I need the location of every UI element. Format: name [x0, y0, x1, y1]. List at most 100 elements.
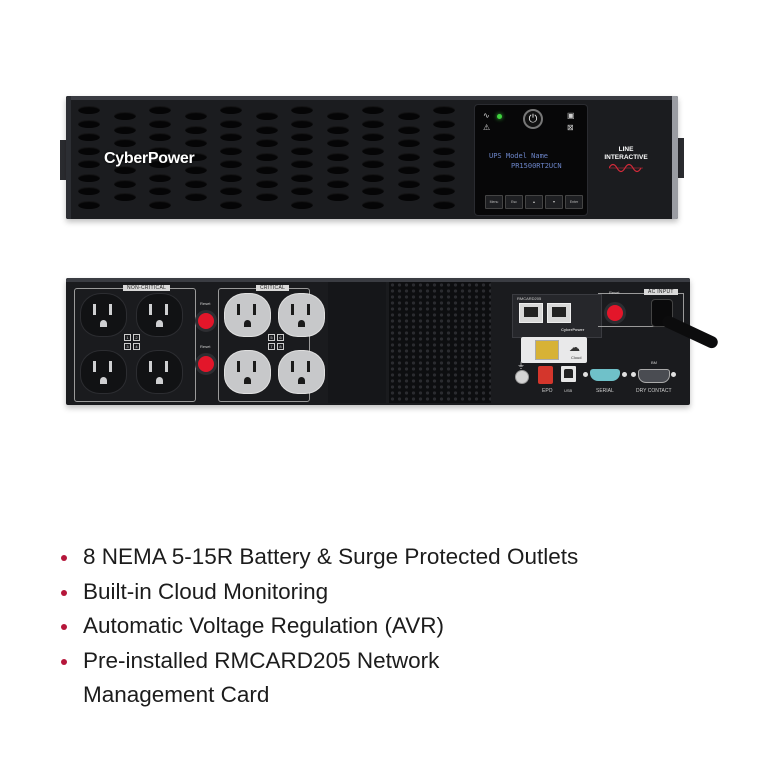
lcd-enter-button[interactable]: Enter — [565, 195, 583, 209]
power-button[interactable]: ⏻ — [523, 109, 543, 129]
vent-hole — [184, 166, 207, 174]
feature-item: Pre-installed RMCARD205 Network — [58, 644, 578, 679]
vent-hole — [362, 160, 384, 168]
ground-screw — [515, 370, 529, 384]
serial-port[interactable] — [590, 369, 620, 381]
non-critical-reset-button[interactable] — [195, 310, 217, 332]
lcd-down-button[interactable]: ▼ — [545, 195, 563, 209]
vent-hole — [433, 187, 455, 195]
ethernet-port[interactable] — [519, 303, 543, 323]
dry-contact-port[interactable] — [638, 369, 670, 383]
vent-hole — [113, 112, 136, 120]
lcd-menu-button[interactable]: Menu — [485, 195, 503, 209]
front-vent-grille — [74, 102, 474, 214]
epo-label: EPO — [542, 388, 553, 394]
feature-text: Pre-installed RMCARD205 Network — [83, 647, 440, 673]
vent-hole — [255, 193, 278, 201]
vent-hole — [397, 152, 420, 161]
vent-hole — [220, 200, 242, 209]
front-top-edge — [66, 96, 678, 100]
vent-hole — [184, 125, 207, 134]
vent-hole — [362, 187, 384, 195]
ups-rear-panel: NON-CRITICAL 1 2 3 4 Reset Reset CRITICA… — [66, 278, 690, 405]
front-right-edge — [672, 96, 678, 219]
vent-hole — [113, 179, 136, 188]
feature-list: 8 NEMA 5-15R Battery & Surge Protected O… — [58, 540, 578, 713]
vent-hole — [326, 112, 349, 120]
vent-hole — [362, 173, 384, 182]
vent-hole — [433, 200, 455, 209]
vent-hole — [433, 173, 455, 182]
reset-label-2: Reset — [200, 344, 211, 349]
bullet-icon — [61, 589, 67, 596]
card-model-label: RMCARD205 — [517, 296, 542, 301]
outlet-number-3: 3 — [124, 343, 131, 350]
outlet-2 — [136, 293, 183, 337]
usb-port[interactable] — [561, 366, 576, 382]
outlet-number-1: 1 — [124, 334, 131, 341]
feature-text: Built-in Cloud Monitoring — [83, 578, 329, 604]
vent-hole — [255, 179, 278, 188]
vent-hole — [149, 200, 171, 209]
vent-hole — [362, 119, 384, 128]
vent-hole — [149, 133, 171, 141]
card-brand-label: CyberPower — [561, 327, 585, 332]
battery-icon: ▣ — [567, 111, 575, 120]
epo-port[interactable] — [538, 366, 553, 384]
vent-hole — [397, 193, 420, 201]
non-critical-label: NON-CRITICAL — [123, 285, 171, 291]
cloud-lan-port[interactable] — [535, 340, 559, 360]
vent-hole — [220, 146, 242, 155]
serial-screw-right — [622, 372, 627, 377]
outlet-number-7: 7 — [268, 343, 275, 350]
lcd-esc-button[interactable]: Esc — [505, 195, 523, 209]
expansion-port[interactable] — [547, 303, 571, 323]
vent-hole — [113, 139, 136, 147]
vent-hole — [291, 146, 313, 155]
front-left-rack-ear — [60, 140, 66, 180]
input-breaker-reset-button[interactable] — [604, 302, 626, 324]
front-left-edge — [66, 96, 71, 219]
outlet-number-4: 4 — [133, 343, 140, 350]
cloud-icon: ☁ — [569, 342, 580, 354]
critical-reset-button[interactable] — [195, 353, 217, 375]
vent-hole — [149, 173, 171, 182]
dry-contact-screw-left — [631, 372, 636, 377]
feature-text: Automatic Voltage Regulation (AVR) — [83, 613, 445, 638]
vent-hole — [326, 139, 349, 147]
vent-hole — [326, 179, 349, 188]
status-led-icon — [497, 114, 502, 119]
input-reset-label: Reset — [609, 290, 620, 295]
vent-hole — [326, 193, 349, 201]
vent-hole — [149, 146, 171, 155]
vent-hole — [220, 187, 242, 195]
vent-hole — [255, 125, 278, 134]
vent-hole — [184, 152, 207, 161]
outlet-3 — [80, 350, 127, 394]
vent-hole — [78, 146, 100, 155]
outlet-8 — [278, 350, 325, 394]
vent-hole — [78, 133, 100, 141]
ground-symbol-icon: ⏚ — [517, 361, 525, 370]
vent-hole — [184, 179, 207, 188]
vent-hole — [433, 146, 455, 155]
sine-wave-icon — [608, 163, 643, 173]
vent-hole — [255, 166, 278, 174]
brand-logo: CyberPower — [104, 150, 195, 167]
outlet-4 — [136, 350, 183, 394]
vent-hole — [433, 133, 455, 141]
serial-screw-left — [583, 372, 588, 377]
vent-hole — [326, 166, 349, 174]
ups-front-panel: CyberPower ∿ ⚠ ⏻ ▣ ⊠ UPS Model Name PR15… — [66, 96, 678, 219]
vent-hole — [362, 146, 384, 155]
lcd-up-button[interactable]: ▲ — [525, 195, 543, 209]
badge-line-2: INTERACTIVE — [604, 154, 648, 161]
vent-hole — [433, 106, 455, 114]
vent-hole — [291, 173, 313, 182]
rmcard205-network-card: RMCARD205 CyberPower — [512, 294, 602, 338]
vent-hole — [291, 200, 313, 209]
vent-hole — [397, 112, 420, 120]
vent-hole — [433, 119, 455, 128]
dry-contact-label: DRY CONTACT — [636, 388, 672, 394]
blank-plate — [328, 282, 386, 403]
